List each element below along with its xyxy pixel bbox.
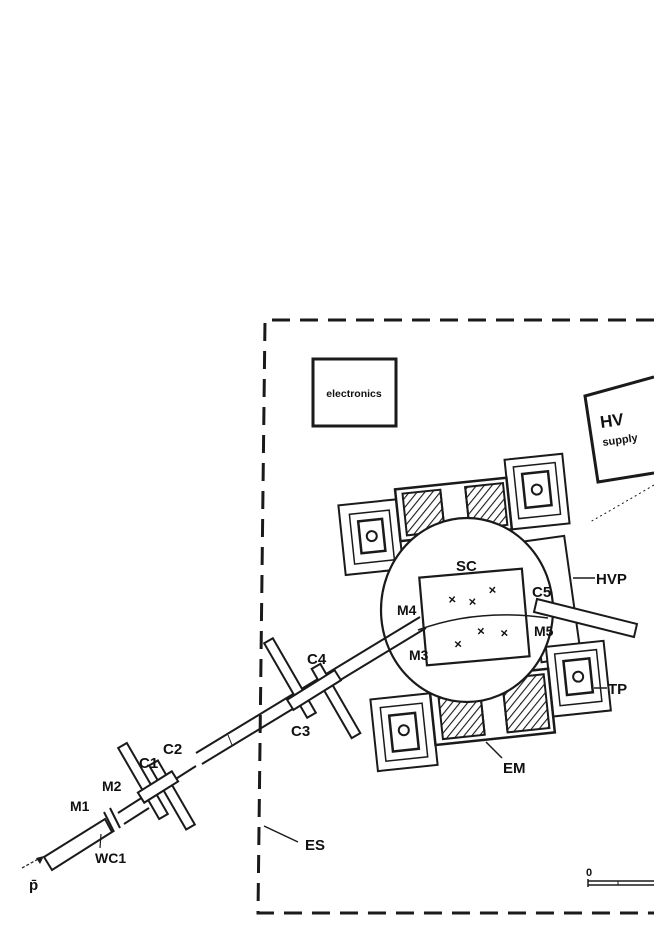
em-leader <box>485 741 503 759</box>
hvp-label: HVP <box>596 571 627 588</box>
sc-target: × × × × × × <box>418 567 531 667</box>
beam-trajectory <box>417 614 549 631</box>
em-label: EM <box>503 760 526 777</box>
c5-exit-tube <box>532 597 639 639</box>
svg-text:×: × <box>488 582 497 598</box>
wc1-leader <box>99 833 102 849</box>
c3-c4-counter <box>262 636 362 740</box>
c1-label: C1 <box>139 755 158 772</box>
m5-label: M5 <box>534 623 554 639</box>
sc-label: SC <box>456 558 477 575</box>
svg-text:×: × <box>454 636 463 652</box>
svg-text:×: × <box>500 625 509 641</box>
svg-text:×: × <box>477 623 486 639</box>
es-label: ES <box>305 837 325 854</box>
tp-label: TP <box>608 681 627 698</box>
hv-label: HV <box>599 410 626 432</box>
enclosure-boundary <box>256 318 654 915</box>
electronics-label: electronics <box>326 388 382 400</box>
scale-bar <box>587 879 654 887</box>
beam-line <box>42 616 427 872</box>
electronics-box: electronics <box>311 357 398 428</box>
p-bar-label: p̄ <box>29 877 38 894</box>
scale-zero-label: 0 <box>586 867 592 879</box>
beam-arrow <box>21 856 44 869</box>
es-leader <box>263 825 299 843</box>
svg-text:×: × <box>468 594 477 610</box>
c1-counter <box>116 741 197 831</box>
m1-label: M1 <box>70 798 90 814</box>
supply-label: supply <box>602 432 640 449</box>
c4-label: C4 <box>307 651 327 668</box>
m3-label: M3 <box>409 647 429 663</box>
c5-label: C5 <box>532 584 551 601</box>
svg-text:×: × <box>448 592 457 608</box>
hv-supply-box: HV supply <box>583 375 654 484</box>
m4-label: M4 <box>397 602 417 618</box>
m2-label: M2 <box>102 778 122 794</box>
upper-electromagnet <box>337 452 571 577</box>
hv-cable <box>589 484 654 523</box>
c2-label: C2 <box>163 741 182 758</box>
wc1-label: WC1 <box>95 850 126 866</box>
c3-label: C3 <box>291 723 310 740</box>
